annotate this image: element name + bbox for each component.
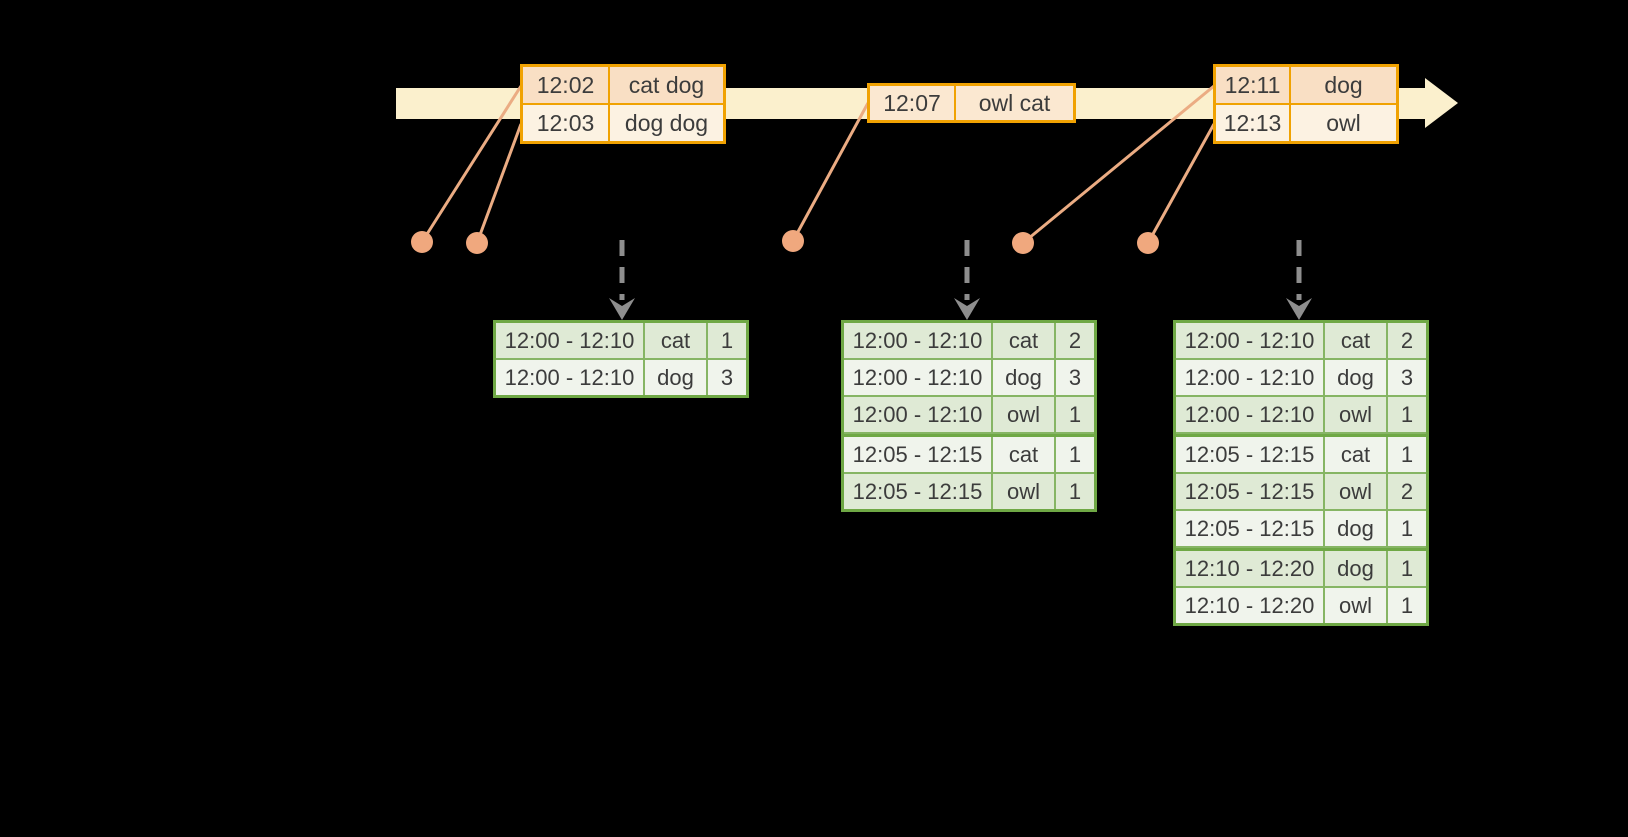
window-cell: 12:05 - 12:15 — [1176, 437, 1323, 472]
count-cell: 3 — [1388, 360, 1426, 395]
table-row: 12:05 - 12:15 owl 1 — [844, 474, 1094, 509]
count-cell: 2 — [1388, 323, 1426, 358]
event-line — [1146, 123, 1216, 244]
event-time-cell: 12:07 — [870, 86, 954, 120]
word-cell: dog — [1325, 511, 1386, 546]
event-dot — [782, 230, 804, 252]
event-time-cell: 12:11 — [1216, 67, 1289, 103]
word-cell: owl — [1325, 588, 1386, 623]
word-cell: owl — [1325, 397, 1386, 432]
word-cell: owl — [1325, 474, 1386, 509]
result-table-1: 12:00 - 12:10 cat 1 12:00 - 12:10 dog 3 — [493, 320, 749, 398]
table-row: 12:05 - 12:15 owl 2 — [1176, 474, 1426, 509]
event-table-1: 12:02 cat dog 12:03 dog dog — [520, 64, 726, 144]
count-cell: 1 — [1388, 437, 1426, 472]
window-cell: 12:00 - 12:10 — [844, 323, 991, 358]
trigger-arrow-head-icon — [609, 298, 635, 320]
count-cell: 1 — [708, 323, 746, 358]
event-words-cell: cat dog — [610, 67, 723, 103]
event-table-2: 12:07 owl cat — [867, 83, 1076, 123]
table-row: 12:05 - 12:15 dog 1 — [1176, 511, 1426, 546]
window-cell: 12:00 - 12:10 — [496, 323, 643, 358]
event-time-cell: 12:13 — [1216, 105, 1289, 141]
window-cell: 12:00 - 12:10 — [1176, 360, 1323, 395]
event-line — [1022, 84, 1215, 245]
word-cell: cat — [645, 323, 706, 358]
trigger-arrow-head-icon — [954, 298, 980, 320]
count-cell: 2 — [1056, 323, 1094, 358]
timeline-arrowhead-icon — [1425, 78, 1458, 128]
word-cell: owl — [993, 474, 1054, 509]
table-row: 12:00 - 12:10 dog 3 — [1176, 360, 1426, 395]
word-cell: dog — [1325, 360, 1386, 395]
table-row: 12:05 - 12:15 cat 1 — [844, 434, 1094, 472]
event-table-3: 12:11 dog 12:13 owl — [1213, 64, 1399, 144]
count-cell: 1 — [1388, 551, 1426, 586]
event-line — [791, 102, 870, 242]
table-row: 12:00 - 12:10 owl 1 — [844, 397, 1094, 432]
count-cell: 3 — [708, 360, 746, 395]
result-table-3: 12:00 - 12:10 cat 2 12:00 - 12:10 dog 3 … — [1173, 320, 1429, 626]
word-cell: cat — [993, 323, 1054, 358]
table-row: 12:00 - 12:10 dog 3 — [844, 360, 1094, 395]
table-row: 12:00 - 12:10 cat 2 — [844, 323, 1094, 358]
word-cell: dog — [1325, 551, 1386, 586]
word-cell: owl — [993, 397, 1054, 432]
count-cell: 1 — [1056, 437, 1094, 472]
window-cell: 12:00 - 12:10 — [496, 360, 643, 395]
word-cell: dog — [993, 360, 1054, 395]
word-cell: cat — [993, 437, 1054, 472]
event-line — [475, 123, 523, 244]
count-cell: 3 — [1056, 360, 1094, 395]
window-cell: 12:05 - 12:15 — [1176, 474, 1323, 509]
event-dot — [411, 231, 433, 253]
table-row: 12:10 - 12:20 owl 1 — [1176, 588, 1426, 623]
count-cell: 2 — [1388, 474, 1426, 509]
word-cell: cat — [1325, 323, 1386, 358]
trigger-arrow-head-icon — [1286, 298, 1312, 320]
window-cell: 12:10 - 12:20 — [1176, 551, 1323, 586]
event-time-cell: 12:02 — [523, 67, 608, 103]
window-cell: 12:00 - 12:10 — [844, 397, 991, 432]
count-cell: 1 — [1388, 511, 1426, 546]
window-cell: 12:05 - 12:15 — [1176, 511, 1323, 546]
table-row: 12:00 - 12:10 cat 1 — [496, 323, 746, 358]
window-cell: 12:00 - 12:10 — [1176, 323, 1323, 358]
result-table-2: 12:00 - 12:10 cat 2 12:00 - 12:10 dog 3 … — [841, 320, 1097, 512]
window-cell: 12:10 - 12:20 — [1176, 588, 1323, 623]
event-line — [420, 85, 523, 243]
event-dot — [466, 232, 488, 254]
window-cell: 12:00 - 12:10 — [1176, 397, 1323, 432]
word-cell: dog — [645, 360, 706, 395]
event-dot — [1137, 232, 1159, 254]
count-cell: 1 — [1056, 474, 1094, 509]
event-dot — [1012, 232, 1034, 254]
table-row: 12:00 - 12:10 owl 1 — [1176, 397, 1426, 432]
event-words-cell: dog — [1291, 67, 1396, 103]
count-cell: 1 — [1056, 397, 1094, 432]
window-cell: 12:00 - 12:10 — [844, 360, 991, 395]
event-words-cell: owl — [1291, 105, 1396, 141]
table-row: 12:05 - 12:15 cat 1 — [1176, 434, 1426, 472]
count-cell: 1 — [1388, 397, 1426, 432]
window-cell: 12:05 - 12:15 — [844, 437, 991, 472]
window-cell: 12:05 - 12:15 — [844, 474, 991, 509]
table-row: 12:00 - 12:10 cat 2 — [1176, 323, 1426, 358]
word-cell: cat — [1325, 437, 1386, 472]
event-words-cell: owl cat — [956, 86, 1073, 120]
table-row: 12:00 - 12:10 dog 3 — [496, 360, 746, 395]
event-time-cell: 12:03 — [523, 105, 608, 141]
event-words-cell: dog dog — [610, 105, 723, 141]
table-row: 12:10 - 12:20 dog 1 — [1176, 548, 1426, 586]
count-cell: 1 — [1388, 588, 1426, 623]
